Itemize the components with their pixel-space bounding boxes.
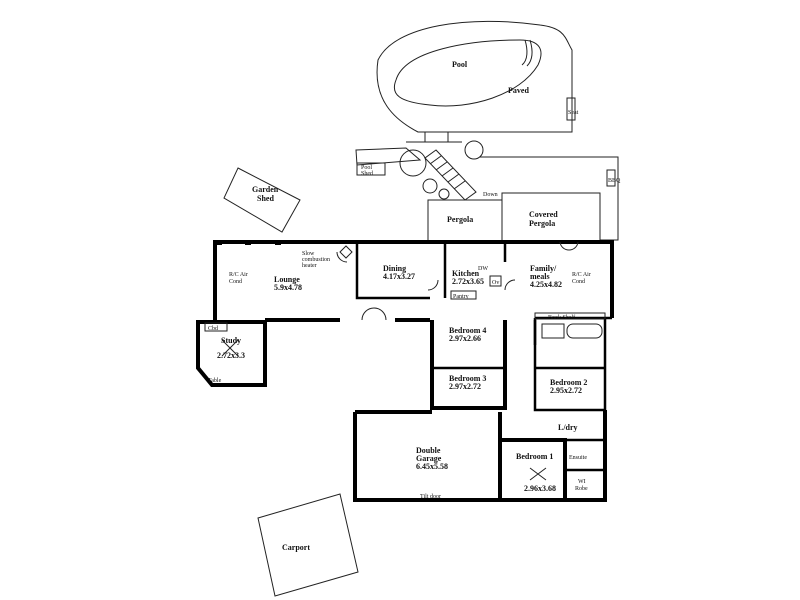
bath-icon bbox=[566, 323, 603, 339]
aircon-left-label-2: Cond bbox=[229, 279, 242, 285]
oven-label: Ov bbox=[492, 280, 499, 286]
family-name: Family/ bbox=[530, 264, 557, 273]
pool-shed-label-2: Shed bbox=[361, 171, 373, 177]
covered-pergola-label-2: Pergola bbox=[529, 219, 555, 228]
study-name: Study bbox=[221, 336, 241, 345]
lounge-size: 5.9x4.78 bbox=[274, 283, 302, 292]
garage-name: Double bbox=[416, 446, 441, 455]
laundry-name: L/dry bbox=[558, 423, 578, 432]
seat-label: Seat bbox=[568, 110, 579, 116]
family-name-2: meals bbox=[530, 272, 550, 281]
carport: Carport bbox=[257, 493, 359, 597]
heater-label-3: heater bbox=[302, 263, 317, 269]
table-label: Table bbox=[208, 378, 222, 384]
tree-icon bbox=[399, 140, 484, 200]
bedroom1-name: Bedroom 1 bbox=[516, 452, 553, 461]
pergolas: Pergola Covered Pergola bbox=[427, 192, 601, 242]
kitchen-size: 2.72x3.65 bbox=[452, 277, 484, 286]
dining-name: Dining bbox=[383, 264, 406, 273]
aircon-right-label-2: Cond bbox=[572, 279, 585, 285]
heater-icon bbox=[339, 245, 353, 259]
house-walls bbox=[196, 240, 614, 502]
garden-shed-label-2: Shed bbox=[257, 194, 274, 203]
bedroom3-size: 2.97x2.72 bbox=[449, 382, 481, 391]
aircon-right-label: R/C Air bbox=[572, 272, 591, 278]
stairs-down-label: Down bbox=[483, 192, 498, 198]
tilt-door-label: Tilt door bbox=[420, 494, 441, 500]
paved-label: Paved bbox=[508, 86, 529, 95]
pergola-label: Pergola bbox=[447, 215, 473, 224]
pool-label: Pool bbox=[452, 60, 468, 69]
ceiling-fan-icon bbox=[221, 339, 239, 357]
study-size: 2.72x3.3 bbox=[217, 351, 245, 360]
garden-shed-label: Garden bbox=[252, 185, 279, 194]
ceiling-fan-icon bbox=[529, 467, 547, 481]
aircon-left-label: R/C Air bbox=[229, 272, 248, 278]
wi-robe-label-2: Robe bbox=[575, 486, 588, 492]
pantry-label: Pantry bbox=[453, 294, 469, 300]
heater-label-2: combustion bbox=[302, 257, 330, 263]
bbq-label: BBQ bbox=[608, 178, 621, 184]
ensuite-label: Ensuite bbox=[569, 455, 587, 461]
wi-robe-label: WI bbox=[578, 479, 586, 485]
pool-shed-label: Pool bbox=[361, 165, 372, 171]
heater-label: Slow bbox=[302, 251, 315, 257]
cbd-label: Cbd bbox=[208, 326, 218, 332]
bedroom3-name: Bedroom 3 bbox=[449, 374, 486, 383]
kitchen-name: Kitchen bbox=[452, 269, 480, 278]
bedroom2-size: 2.95x2.72 bbox=[550, 386, 582, 395]
bedroom4-name: Bedroom 4 bbox=[449, 326, 486, 335]
covered-pergola-label: Covered bbox=[529, 210, 558, 219]
garage-name-2: Garage bbox=[416, 454, 442, 463]
yard: BBQ Down Pool Shed bbox=[355, 132, 621, 241]
bedroom4-size: 2.97x2.66 bbox=[449, 334, 481, 343]
family-size: 4.25x4.82 bbox=[530, 280, 562, 289]
pool-area: Pool Paved Seat bbox=[376, 20, 579, 133]
door-swings bbox=[336, 241, 579, 321]
garage-size: 6.45x5.58 bbox=[416, 462, 448, 471]
bedroom2-name: Bedroom 2 bbox=[550, 378, 587, 387]
dining-size: 4.17x3.27 bbox=[383, 272, 415, 281]
bedroom1-size: 2.96x3.68 bbox=[524, 484, 556, 493]
carport-label: Carport bbox=[282, 543, 310, 552]
garden-shed: Garden Shed bbox=[223, 167, 301, 233]
lounge-name: Lounge bbox=[274, 275, 300, 284]
book-shelf-label: Book Shelf bbox=[548, 314, 575, 321]
dishwasher-label: DW bbox=[478, 266, 488, 272]
room-labels: Lounge 5.9x4.78 Dining 4.17x3.27 Kitchen… bbox=[217, 264, 587, 493]
shower-icon bbox=[541, 323, 565, 339]
fixtures: Slow combustion heater R/C Air Cond R/C … bbox=[204, 245, 606, 500]
